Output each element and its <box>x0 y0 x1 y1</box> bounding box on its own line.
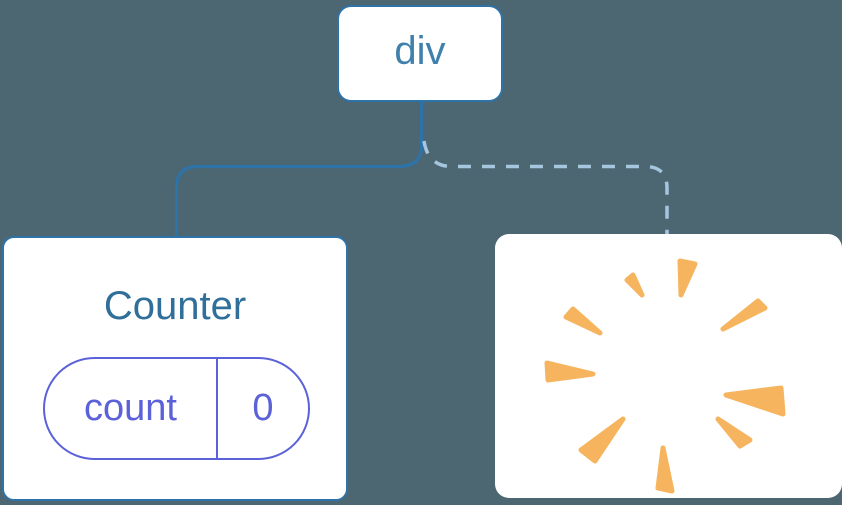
poof-ray-upper-right <box>720 298 768 332</box>
tree-node-counter: Counter count 0 <box>2 236 348 501</box>
poof-ray-top <box>677 258 698 298</box>
poof-ray-lower-right <box>715 416 753 449</box>
connector-dashed-line <box>422 140 669 236</box>
tree-node-removed <box>495 234 842 498</box>
state-value: 0 <box>252 387 274 429</box>
poof-ray-bottom <box>655 445 675 494</box>
state-pill: count 0 <box>43 357 310 460</box>
poof-ray-right <box>723 385 786 417</box>
tree-node-div: div <box>337 5 503 102</box>
poof-ray-upper-left-small <box>624 272 645 298</box>
counter-title: Counter <box>103 284 247 328</box>
state-key-label: count <box>45 359 218 458</box>
poof-explosion-icon <box>544 258 786 494</box>
connector-solid-line <box>174 101 424 237</box>
poof-ray-upper-left <box>563 306 603 336</box>
div-node-label: div <box>394 28 446 73</box>
poof-ray-left <box>544 360 596 383</box>
poof-ray-lower-left <box>578 416 626 464</box>
